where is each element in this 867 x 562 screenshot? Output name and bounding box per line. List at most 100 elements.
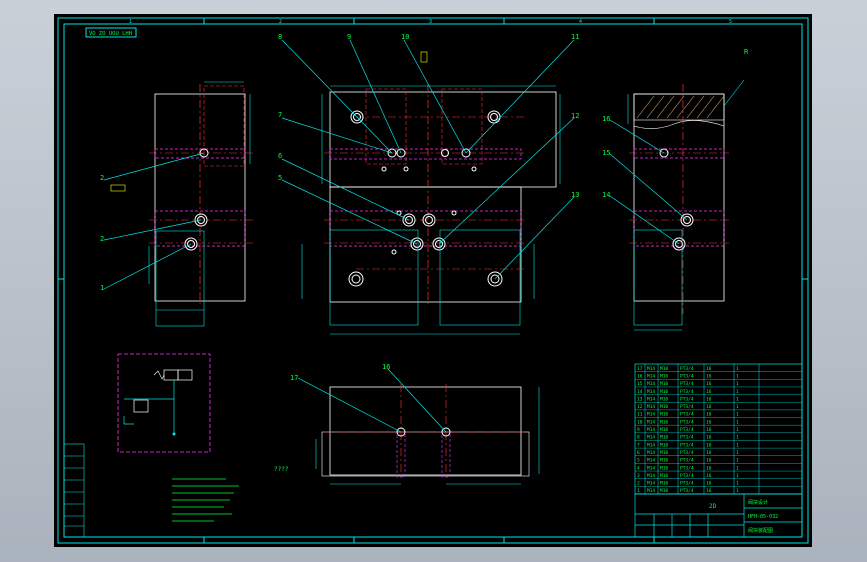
title-part-name: 阀块设计 xyxy=(748,499,768,506)
zone-label-4: 4 xyxy=(579,19,582,25)
callout-12: 13 xyxy=(571,191,579,199)
table-cell: 16 xyxy=(706,366,712,372)
table-cell: PT3/4 xyxy=(680,465,694,471)
front-leaders xyxy=(281,39,575,280)
table-cell: M10 xyxy=(660,488,668,494)
table-cell: 16 xyxy=(706,481,712,487)
table-cell: 1 xyxy=(736,488,739,494)
front-view xyxy=(301,51,561,335)
table-cell: PT3/4 xyxy=(680,366,694,372)
table-cell: PT3/4 xyxy=(680,419,694,425)
stamp-box xyxy=(85,27,137,38)
table-cell: PT3/4 xyxy=(680,450,694,456)
table-cell: M10 xyxy=(660,404,668,410)
table-cell: M14 xyxy=(647,373,655,379)
callout-6: 7 xyxy=(278,111,282,119)
table-cell: M14 xyxy=(647,481,655,487)
table-cell: PT3/4 xyxy=(680,427,694,433)
table-cell: 15 xyxy=(637,381,643,387)
table-cell: M14 xyxy=(647,389,655,395)
table-cell: 8 xyxy=(637,435,640,441)
table-cell: M10 xyxy=(660,481,668,487)
side-leaders xyxy=(609,119,688,245)
table-cell: 4 xyxy=(637,465,640,471)
table-cell: M10 xyxy=(660,458,668,464)
table-cell: 16 xyxy=(706,419,712,425)
table-cell: 1 xyxy=(637,488,640,494)
table-cell: M14 xyxy=(647,465,655,471)
zone-label-5: 5 xyxy=(729,19,732,25)
table-cell: PT3/4 xyxy=(680,404,694,410)
table-cell: 16 xyxy=(637,373,643,379)
table-cell: 9 xyxy=(637,427,640,433)
table-cell: M10 xyxy=(660,366,668,372)
table-cell: 1 xyxy=(736,427,739,433)
note-mark: ???? xyxy=(274,466,289,473)
table-cell: M14 xyxy=(647,412,655,418)
table-cell: 16 xyxy=(706,396,712,402)
stamp-text: VO ZO UOU LHH xyxy=(89,31,132,37)
revision-column xyxy=(63,443,85,538)
title-block xyxy=(634,493,803,538)
cad-drawing: 1 2 3 4 5 VO ZO UOU LHH R 2 2 1 xyxy=(57,17,809,544)
table-cell: M10 xyxy=(660,442,668,448)
table-cell: 1 xyxy=(736,404,739,410)
table-cell: 1 xyxy=(736,412,739,418)
table-cell: 16 xyxy=(706,381,712,387)
table-cell: PT3/4 xyxy=(680,381,694,387)
technical-notes xyxy=(172,478,239,522)
callout-5: 6 xyxy=(278,152,282,160)
callout-7: 8 xyxy=(278,33,282,41)
outer-frame xyxy=(57,17,809,544)
table-cell: M10 xyxy=(660,412,668,418)
table-cell: 7 xyxy=(637,442,640,448)
table-cell: 16 xyxy=(706,450,712,456)
table-cell: 17 xyxy=(637,366,643,372)
table-cell: PT3/4 xyxy=(680,412,694,418)
table-cell: 13 xyxy=(637,396,643,402)
table-cell: 1 xyxy=(736,465,739,471)
table-cell: 2 xyxy=(637,481,640,487)
zone-ticks xyxy=(58,18,808,543)
table-cell: 16 xyxy=(706,427,712,433)
left-view xyxy=(110,81,254,327)
table-cell: M14 xyxy=(647,488,655,494)
table-cell: 14 xyxy=(637,389,643,395)
table-cell: 1 xyxy=(736,442,739,448)
table-cell: M14 xyxy=(647,442,655,448)
table-cell: M10 xyxy=(660,465,668,471)
table-cell: 1 xyxy=(736,481,739,487)
table-cell: 1 xyxy=(736,435,739,441)
title-scale: 2D xyxy=(709,503,717,510)
table-cell: M10 xyxy=(660,435,668,441)
callout-16: 16 xyxy=(382,363,390,371)
table-cell: M10 xyxy=(660,389,668,395)
table-cell: M14 xyxy=(647,450,655,456)
table-cell: M10 xyxy=(660,427,668,433)
table-cell: 11 xyxy=(637,412,643,418)
table-cell: PT3/4 xyxy=(680,396,694,402)
table-cell: M14 xyxy=(647,404,655,410)
table-cell: M14 xyxy=(647,473,655,479)
table-cell: 1 xyxy=(736,419,739,425)
inner-frame xyxy=(63,23,803,538)
table-cell: 16 xyxy=(706,442,712,448)
title-sheet-label: 阀块装配图 xyxy=(748,527,773,534)
zone-label-1: 1 xyxy=(129,19,132,25)
table-cell: 16 xyxy=(706,458,712,464)
table-cell: M10 xyxy=(660,473,668,479)
table-cell: 16 xyxy=(706,465,712,471)
callout-11: 12 xyxy=(571,112,579,120)
table-cell: 1 xyxy=(736,381,739,387)
table-cell: PT3/4 xyxy=(680,473,694,479)
table-cell: M10 xyxy=(660,381,668,387)
left-leaders xyxy=(103,152,205,290)
table-cell: PT3/4 xyxy=(680,488,694,494)
zone-label-3: 3 xyxy=(429,19,432,25)
table-cell: 16 xyxy=(706,488,712,494)
callout-4: 5 xyxy=(278,174,282,182)
table-cell: 1 xyxy=(736,366,739,372)
table-cell: M10 xyxy=(660,373,668,379)
table-cell: PT3/4 xyxy=(680,435,694,441)
